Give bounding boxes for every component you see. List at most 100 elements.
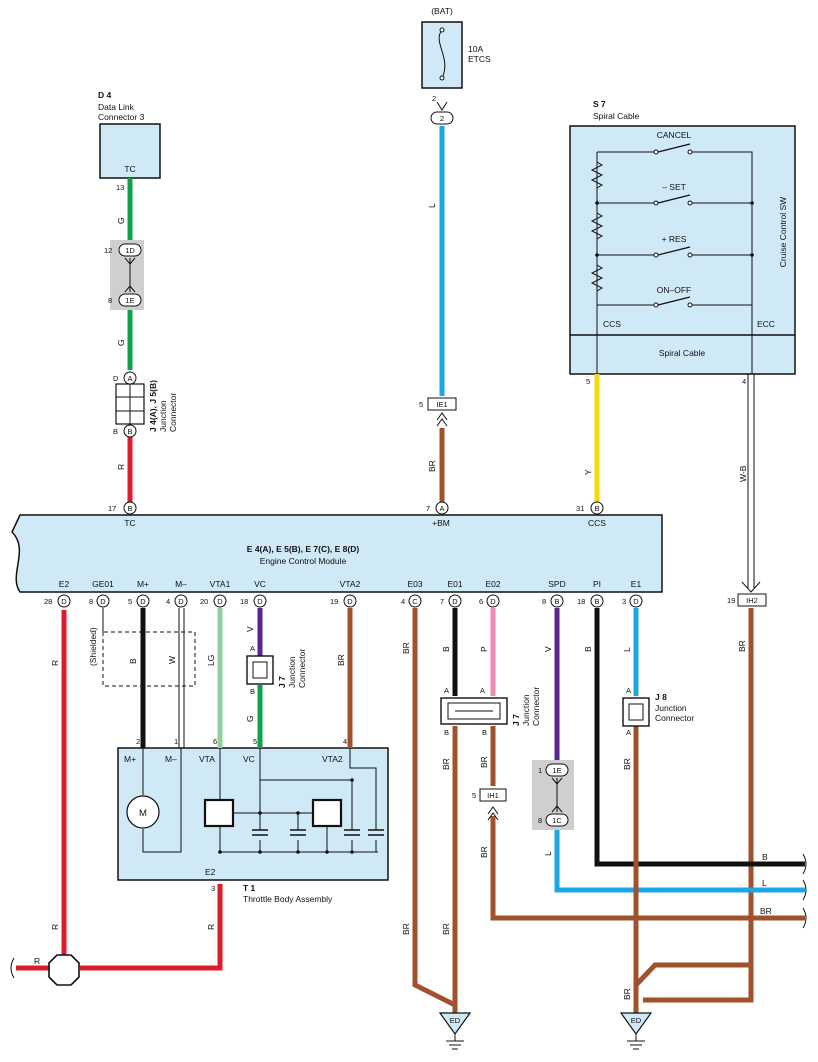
svg-text:Connector: Connector	[655, 713, 694, 723]
onoff-label: ON–OFF	[657, 285, 691, 295]
t1-pin-labels: M+ M– VTA VC VTA2 E2	[124, 754, 343, 877]
svg-text:BR: BR	[479, 756, 489, 768]
svg-text:M+: M+	[124, 754, 136, 764]
svg-text:D: D	[140, 597, 146, 606]
svg-text:BR: BR	[401, 642, 411, 654]
svg-text:17: 17	[108, 504, 116, 513]
svg-text:6: 6	[479, 597, 483, 606]
svg-text:D: D	[347, 597, 353, 606]
ecm-ccs: CCS	[588, 518, 606, 528]
s7-name: Spiral Cable	[593, 111, 640, 121]
svg-text:Junction: Junction	[655, 703, 687, 713]
svg-text:28: 28	[44, 597, 52, 606]
ih1-arrow	[487, 806, 499, 821]
svg-text:Connector: Connector	[297, 649, 307, 688]
svg-text:BR: BR	[441, 923, 451, 935]
svg-text:D: D	[61, 597, 67, 606]
svg-text:D: D	[100, 597, 106, 606]
s7-pin5: 5	[586, 377, 590, 386]
svg-text:31: 31	[576, 504, 584, 513]
conn-ih2: IH2	[746, 596, 758, 605]
svg-text:Junction: Junction	[521, 694, 531, 726]
d4-box	[99, 123, 161, 179]
splice-point	[48, 954, 80, 986]
svg-text:L: L	[427, 203, 437, 208]
svg-text:R: R	[206, 924, 216, 930]
svg-text:G: G	[116, 339, 126, 346]
junction-letters: A B A A B B A A	[250, 644, 631, 737]
cruise-sw-label: Cruise Control SW	[778, 197, 788, 267]
svg-text:A: A	[250, 644, 255, 653]
svg-text:M–: M–	[165, 754, 177, 764]
fuse-name: ETCS	[468, 54, 491, 64]
t1-internals: M	[126, 748, 384, 854]
svg-text:LG: LG	[206, 655, 216, 666]
s7-pin4: 4	[742, 377, 746, 386]
wire-codes: G G R L BR Y W-B R R R R B W LG V G BR B…	[34, 203, 772, 1000]
svg-text:6: 6	[213, 737, 217, 746]
svg-text:8: 8	[108, 296, 112, 305]
svg-text:P: P	[479, 646, 489, 652]
svg-text:GE01: GE01	[92, 579, 114, 589]
fuse-pin: 2	[432, 94, 436, 103]
t1-ref: T 1	[243, 883, 256, 893]
ecc-sw-label: ECC	[757, 319, 775, 329]
svg-text:5: 5	[419, 400, 423, 409]
svg-text:D: D	[452, 597, 458, 606]
svg-text:A: A	[127, 374, 132, 383]
svg-text:Connector: Connector	[531, 687, 541, 726]
svg-text:B: B	[250, 687, 255, 696]
svg-text:M–: M–	[175, 579, 187, 589]
svg-text:4: 4	[343, 737, 347, 746]
svg-text:18: 18	[240, 597, 248, 606]
svg-text:1: 1	[174, 737, 178, 746]
svg-text:(Shielded): (Shielded)	[88, 627, 98, 666]
ccs-sw-label: CCS	[603, 319, 621, 329]
svg-text:13: 13	[116, 183, 124, 192]
svg-text:Junction: Junction	[158, 400, 168, 432]
cancel-label: CANCEL	[657, 130, 692, 140]
svg-text:L: L	[762, 878, 767, 888]
svg-text:B: B	[554, 597, 559, 606]
conn-ie1: IE1	[436, 400, 447, 409]
svg-text:B: B	[127, 504, 132, 513]
svg-text:1: 1	[538, 766, 542, 775]
svg-text:3: 3	[211, 884, 215, 893]
svg-text:J 4(A), J 5(B): J 4(A), J 5(B)	[148, 380, 158, 432]
svg-text:BR: BR	[622, 988, 632, 1000]
svg-text:B: B	[594, 597, 599, 606]
svg-text:BR: BR	[479, 846, 489, 858]
svg-text:R: R	[50, 924, 60, 930]
wire-end-left	[10, 957, 15, 979]
ecm-tc: TC	[124, 518, 135, 528]
set-label: – SET	[662, 182, 686, 192]
svg-text:BR: BR	[336, 654, 346, 666]
svg-text:4: 4	[166, 597, 170, 606]
svg-text:VTA: VTA	[199, 754, 215, 764]
d4-tc: TC	[124, 164, 135, 174]
svg-text:D: D	[633, 597, 639, 606]
svg-text:B: B	[594, 504, 599, 513]
svg-text:4: 4	[401, 597, 405, 606]
ecm-name: Engine Control Module	[260, 556, 347, 566]
svg-text:W: W	[167, 656, 177, 664]
svg-text:E1: E1	[631, 579, 642, 589]
motor-icon	[126, 795, 160, 829]
s7-ref: S 7	[593, 99, 606, 109]
svg-text:W-B: W-B	[738, 465, 748, 482]
d4-name2: Connector 3	[98, 112, 145, 122]
svg-text:G: G	[245, 715, 255, 722]
svg-text:R: R	[116, 464, 126, 470]
svg-text:7: 7	[426, 504, 430, 513]
svg-text:VTA1: VTA1	[210, 579, 231, 589]
svg-text:E03: E03	[407, 579, 422, 589]
svg-text:A: A	[626, 686, 631, 695]
ie1-arrow	[436, 412, 448, 427]
svg-text:BR: BR	[622, 758, 632, 770]
svg-text:J 8: J 8	[655, 692, 667, 702]
svg-text:BR: BR	[427, 460, 437, 472]
svg-text:5: 5	[128, 597, 132, 606]
pin-circles: A B B A B D D D D D D D C D D B B D	[57, 371, 643, 608]
ground-ed-left-label: ED	[450, 1016, 461, 1025]
